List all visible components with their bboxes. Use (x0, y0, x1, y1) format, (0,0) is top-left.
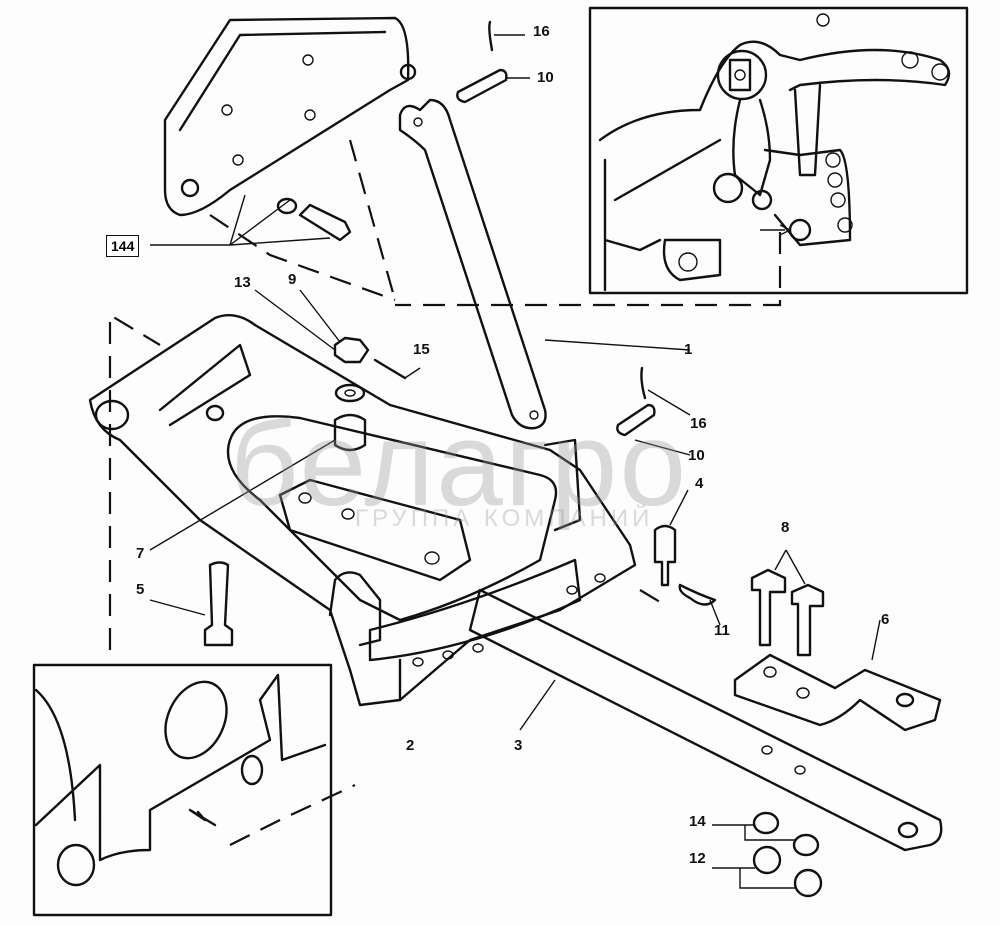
nuts-washers (712, 811, 823, 898)
dashed-guide (639, 589, 666, 606)
callout-14: 14 (689, 813, 706, 830)
drawbar (468, 588, 943, 852)
bolts-8 (750, 549, 825, 657)
callout-2: 2 (406, 737, 415, 754)
callout-6: 6 (881, 611, 890, 628)
bracket-part (150, 16, 417, 302)
bolt-5 (149, 561, 234, 647)
callout-10-lower: 10 (688, 447, 705, 464)
callout-16-lower: 16 (690, 415, 707, 432)
callout-16-upper: 16 (533, 23, 550, 40)
callout-9: 9 (288, 271, 297, 288)
detail-inset-top-right (395, 6, 969, 307)
detail-inset-bottom-left (32, 313, 356, 917)
callout-15: 15 (413, 341, 430, 358)
hitch-bracket (733, 619, 942, 732)
callout-5: 5 (136, 581, 145, 598)
small-hardware (149, 289, 421, 551)
callout-1: 1 (684, 341, 693, 358)
callout-4: 4 (695, 475, 704, 492)
callout-13: 13 (234, 274, 251, 291)
callout-7: 7 (136, 545, 145, 562)
callout-3: 3 (514, 737, 523, 754)
reference-box-144: 144 (106, 235, 140, 257)
callout-12: 12 (689, 850, 706, 867)
main-frame (88, 314, 637, 707)
callout-10-upper: 10 (537, 69, 554, 86)
callout-11: 11 (714, 622, 730, 639)
upper-pin-set (456, 20, 530, 104)
callout-8: 8 (781, 519, 790, 536)
lower-pin-set (616, 366, 691, 456)
lift-rod (398, 98, 691, 430)
pin-4 (653, 489, 721, 626)
